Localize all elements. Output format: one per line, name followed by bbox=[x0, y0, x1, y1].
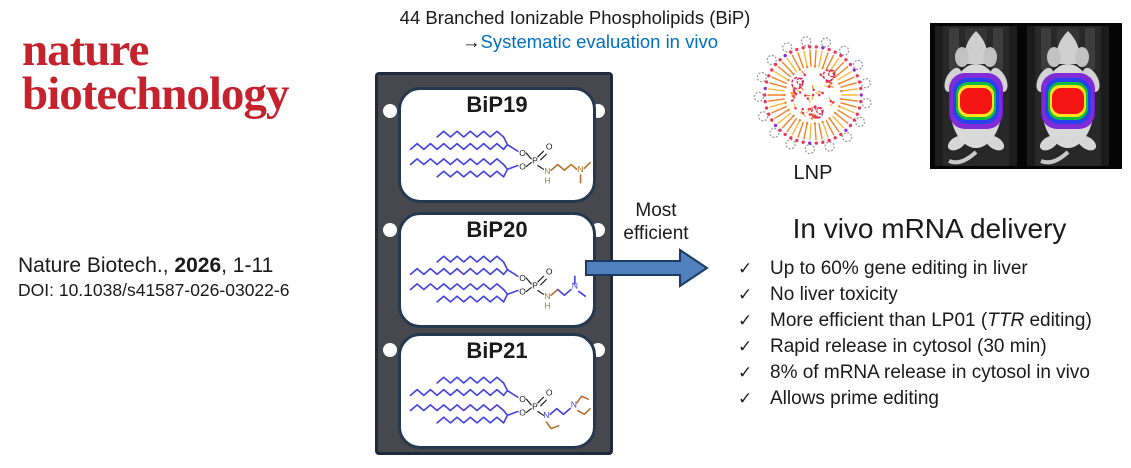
svg-text:P: P bbox=[532, 281, 538, 291]
most-efficient-label: Most efficient bbox=[606, 199, 706, 245]
svg-text:N: N bbox=[544, 166, 550, 176]
card-title: BiP20 bbox=[466, 217, 528, 242]
film-hole bbox=[383, 104, 397, 118]
svg-text:O: O bbox=[546, 141, 553, 151]
logo-line-1: nature bbox=[22, 24, 149, 76]
citation-journal: Nature Biotech., bbox=[18, 254, 175, 277]
film-hole bbox=[383, 343, 397, 357]
bullet-text-pre: Rapid release in cytosol (30 min) bbox=[770, 336, 1047, 357]
svg-text:N: N bbox=[572, 281, 578, 291]
logo-line-2: biotechnology bbox=[22, 68, 289, 120]
bullet-text: Allows prime editing bbox=[770, 386, 939, 412]
svg-text:O: O bbox=[546, 266, 553, 276]
svg-text:O: O bbox=[519, 407, 526, 417]
bullet-text-pre: Up to 60% gene editing in liver bbox=[770, 258, 1028, 279]
svg-text:H: H bbox=[544, 176, 550, 186]
svg-text:H: H bbox=[544, 301, 550, 311]
header-title: 44 Branched Ionizable Phospholipids (BiP… bbox=[399, 7, 751, 28]
check-icon: ✓ bbox=[738, 363, 753, 382]
citation-line: Nature Biotech., 2026, 1-11 bbox=[18, 254, 289, 278]
delivery-bullet-list: ✓ Up to 60% gene editing in liver ✓ No liv… bbox=[738, 256, 1092, 412]
citation: Nature Biotech., 2026, 1-11 DOI: 10.1038… bbox=[18, 254, 289, 301]
nature-biotechnology-logo: nature biotechnology bbox=[22, 24, 289, 120]
film-hole bbox=[383, 223, 397, 237]
check-icon: ✓ bbox=[738, 337, 753, 356]
bullet-item: ✓ 8% of mRNA release in cytosol in vivo bbox=[738, 360, 1092, 386]
mouse-imaging-photo bbox=[930, 23, 1122, 169]
bullet-text: Up to 60% gene editing in liver bbox=[770, 256, 1028, 282]
svg-text:O: O bbox=[519, 394, 526, 404]
check-icon: ✓ bbox=[738, 259, 753, 278]
bullet-item: ✓ Up to 60% gene editing in liver bbox=[738, 256, 1092, 282]
svg-text:O: O bbox=[519, 148, 526, 158]
bullet-item: ✓ More efficient than LP01 (TTR editing) bbox=[738, 308, 1092, 334]
bullet-text-pre: No liver toxicity bbox=[770, 284, 898, 305]
header-subtitle: →Systematic evaluation in vivo bbox=[370, 31, 780, 53]
bullet-text-pre: More efficient than LP01 ( bbox=[770, 310, 988, 331]
bullet-text: 8% of mRNA release in cytosol in vivo bbox=[770, 360, 1090, 386]
bullet-text-italic: TTR bbox=[987, 310, 1025, 331]
bullet-text: Rapid release in cytosol (30 min) bbox=[770, 334, 1047, 360]
bullet-text-post: editing) bbox=[1024, 310, 1092, 331]
svg-text:O: O bbox=[519, 273, 526, 283]
check-icon: ✓ bbox=[738, 389, 753, 408]
lnp-illustration bbox=[750, 32, 876, 163]
bullet-item: ✓ Allows prime editing bbox=[738, 386, 1092, 412]
flow-arrow-icon bbox=[585, 248, 709, 288]
delivery-title: In vivo mRNA delivery bbox=[792, 213, 1067, 244]
bullet-text-pre: Allows prime editing bbox=[770, 388, 939, 409]
doi: DOI: 10.1038/s41587-026-03022-6 bbox=[18, 280, 290, 300]
svg-text:N: N bbox=[543, 410, 549, 420]
citation-year: 2026 bbox=[174, 254, 222, 277]
svg-text:P: P bbox=[532, 402, 538, 412]
lnp-svg bbox=[753, 36, 872, 155]
svg-text:O: O bbox=[519, 161, 526, 171]
bullet-item: ✓ No liver toxicity bbox=[738, 282, 1092, 308]
most-efficient-line1: Most bbox=[635, 200, 677, 221]
bullet-text: More efficient than LP01 (TTR editing) bbox=[770, 308, 1092, 334]
right-arrow-glyph: → bbox=[461, 31, 481, 52]
svg-text:N: N bbox=[577, 164, 583, 174]
svg-text:N: N bbox=[544, 291, 550, 301]
bullet-text-pre: 8% of mRNA release in cytosol in vivo bbox=[770, 362, 1090, 383]
svg-text:P: P bbox=[532, 156, 538, 166]
bullet-text: No liver toxicity bbox=[770, 282, 898, 308]
header-subtitle-text: Systematic evaluation in vivo bbox=[480, 31, 719, 52]
bullet-item: ✓ Rapid release in cytosol (30 min) bbox=[738, 334, 1092, 360]
card-title: BiP21 bbox=[466, 338, 528, 363]
header: 44 Branched Ionizable Phospholipids (BiP… bbox=[370, 7, 780, 53]
lnp-label: LNP bbox=[793, 162, 833, 184]
svg-text:O: O bbox=[519, 286, 526, 296]
svg-text:N: N bbox=[571, 400, 577, 410]
check-icon: ✓ bbox=[738, 311, 753, 330]
card-title: BiP19 bbox=[466, 92, 528, 117]
check-icon: ✓ bbox=[738, 285, 753, 304]
most-efficient-line2: efficient bbox=[623, 223, 689, 244]
svg-text:O: O bbox=[546, 387, 553, 397]
citation-pages: , 1-11 bbox=[221, 254, 274, 277]
